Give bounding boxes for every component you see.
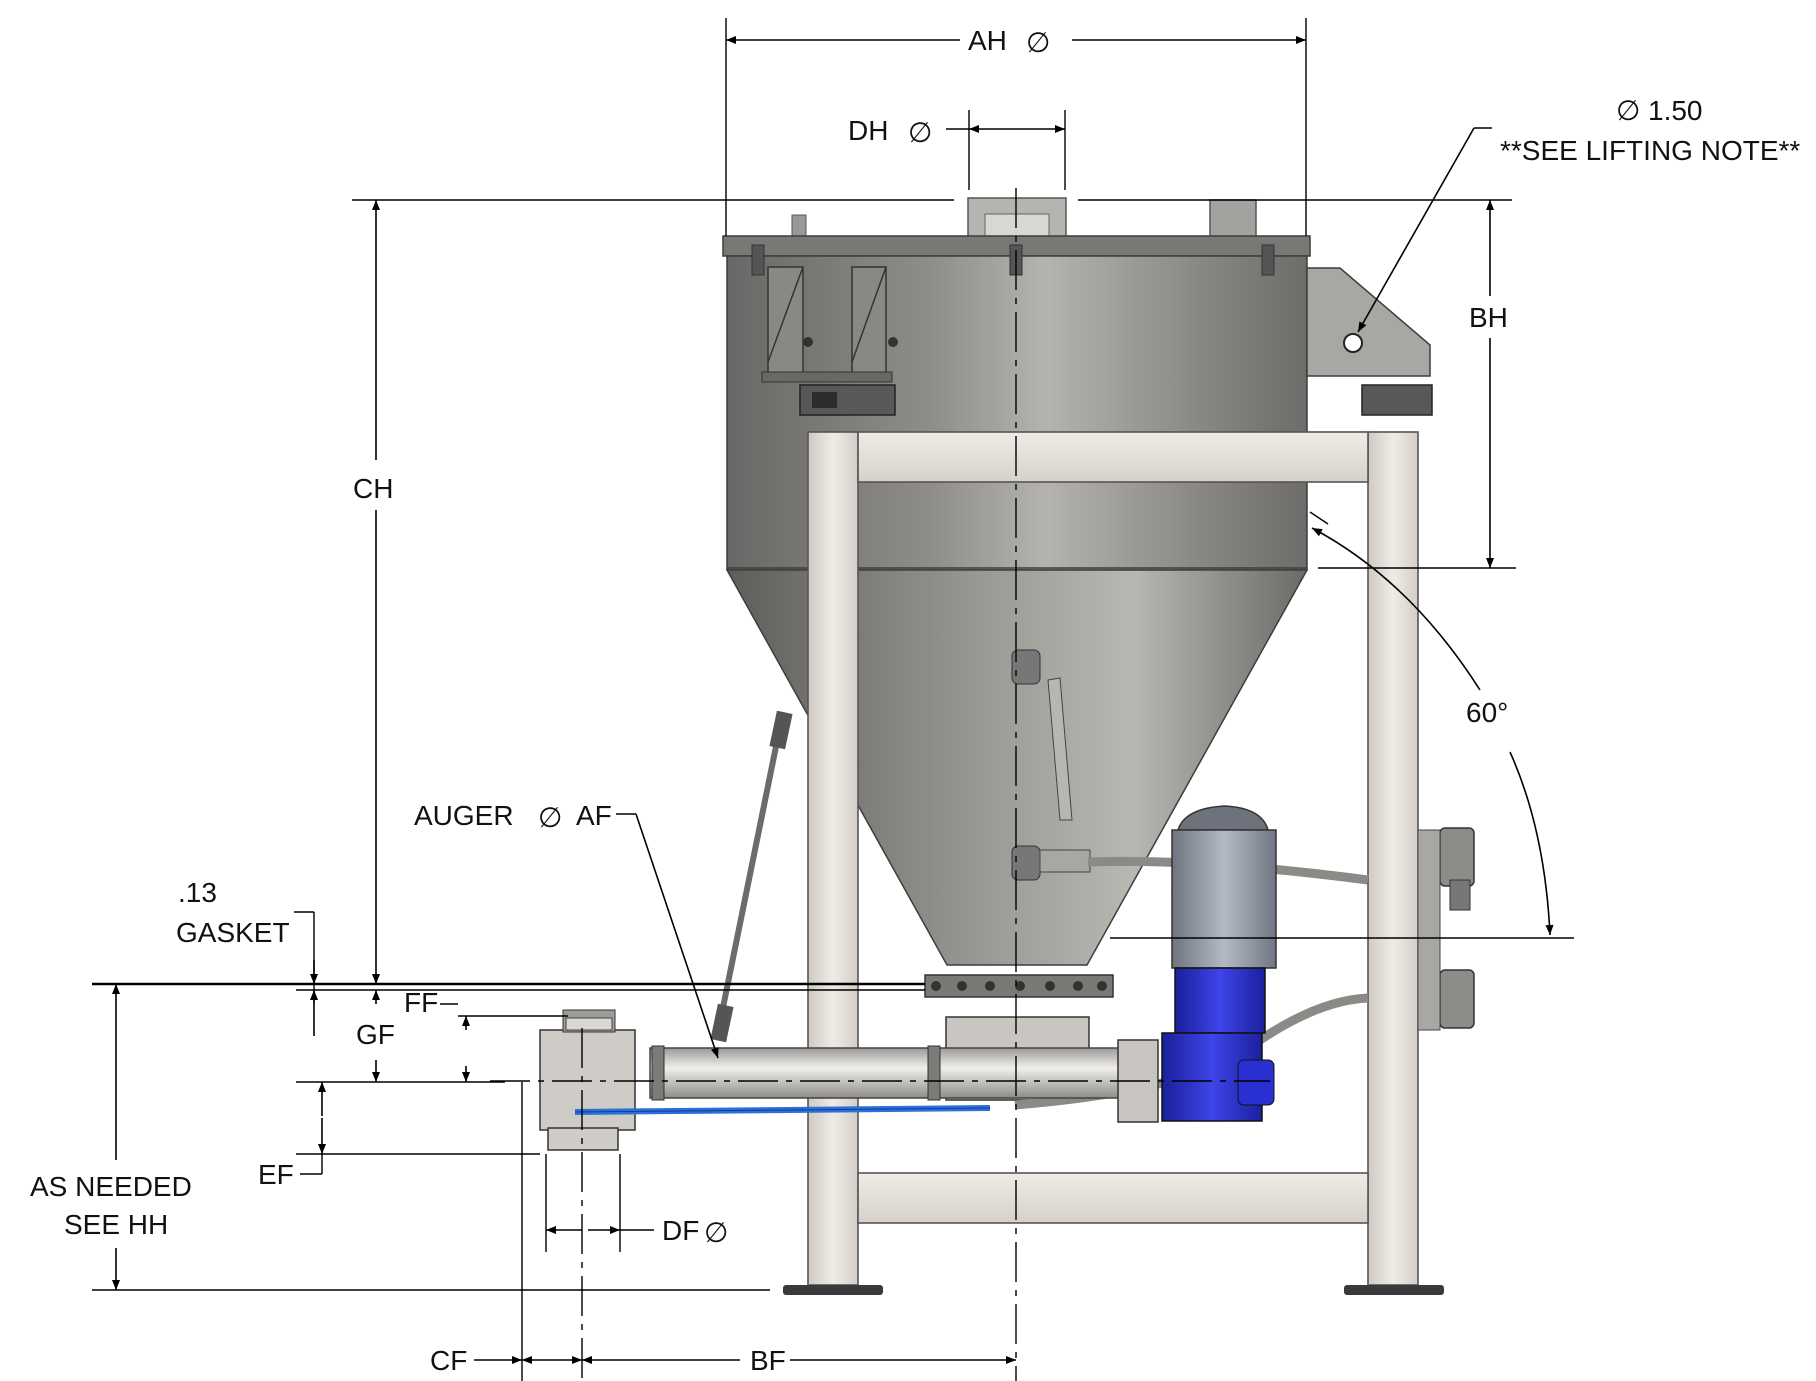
frame-top-rail: [857, 431, 1369, 483]
dh-diameter-symbol: ∅: [908, 117, 932, 148]
support-tie-rod: [715, 711, 786, 1033]
motor-fan-cover: [1176, 805, 1269, 831]
load-cell-right: [1361, 384, 1433, 416]
discharge-spout: [547, 1127, 619, 1151]
bf-label: BF: [750, 1345, 786, 1376]
gasket-callout: .13 GASKET: [176, 877, 318, 1036]
dimension-ef: EF: [258, 1082, 326, 1190]
lifting-lug: [1306, 267, 1431, 377]
df-diameter-symbol: ∅: [704, 1217, 728, 1248]
ah-label: AH: [968, 25, 1007, 56]
ff-label: FF: [404, 987, 438, 1018]
dimension-as-needed: AS NEEDED SEE HH: [30, 984, 192, 1290]
af-label: AF: [576, 800, 612, 831]
lifting-note: **SEE LIFTING NOTE**: [1500, 135, 1800, 166]
hopper-cone: [725, 569, 1309, 966]
frame-right-leg: [1367, 431, 1419, 1286]
gf-label: GF: [356, 1019, 395, 1050]
auger-label: AUGER: [414, 800, 514, 831]
ef-label: EF: [258, 1159, 294, 1190]
purge-valve-lower: [1439, 969, 1475, 1029]
foot-pad-left: [783, 1285, 883, 1295]
as-needed-label: AS NEEDED: [30, 1171, 192, 1202]
machine-illustration: [539, 197, 1475, 1295]
dimension-cf-bf: CF BF: [430, 1082, 1016, 1381]
center-lines: [490, 188, 1270, 1381]
dimension-df: DF ∅: [545, 1154, 728, 1252]
dimension-ch: CH: [353, 200, 393, 984]
dimension-dh: DH ∅: [848, 110, 1066, 190]
motor-body: [1171, 829, 1277, 969]
gasket-label: GASKET: [176, 917, 290, 948]
dimension-angle: 60°: [1110, 511, 1574, 939]
auger-tube: [649, 1047, 1141, 1099]
auger-discharge-housing: [539, 1029, 636, 1131]
purge-valve-upper: [1439, 827, 1475, 887]
auger-callout: AUGER ∅ AF: [414, 800, 719, 1059]
dimension-bh: BH: [1318, 200, 1516, 569]
foot-pad-right: [1344, 1285, 1444, 1295]
cf-label: CF: [430, 1345, 467, 1376]
see-hh-label: SEE HH: [64, 1209, 168, 1240]
df-label: DF: [662, 1215, 699, 1246]
dimension-ff: FF: [404, 987, 568, 1082]
bh-label: BH: [1469, 302, 1508, 333]
auger-diameter-symbol: ∅: [538, 802, 562, 833]
gasket-value: .13: [178, 877, 217, 908]
ch-label: CH: [353, 473, 393, 504]
lifting-hole: [1343, 333, 1363, 353]
dimension-gf: GF: [356, 990, 395, 1082]
frame-bottom-rail: [857, 1172, 1369, 1224]
vent-pipe: [1209, 199, 1257, 239]
lifting-diameter-value: 1.50: [1648, 95, 1703, 126]
dh-label: DH: [848, 115, 888, 146]
ah-diameter-symbol: ∅: [1026, 27, 1050, 58]
lifting-note-callout: ∅ 1.50 **SEE LIFTING NOTE**: [1357, 95, 1800, 333]
angle-label: 60°: [1466, 697, 1508, 728]
gearbox: [1174, 967, 1266, 1034]
lifting-diameter-symbol: ∅: [1616, 95, 1640, 126]
frame-left-leg: [807, 431, 859, 1286]
